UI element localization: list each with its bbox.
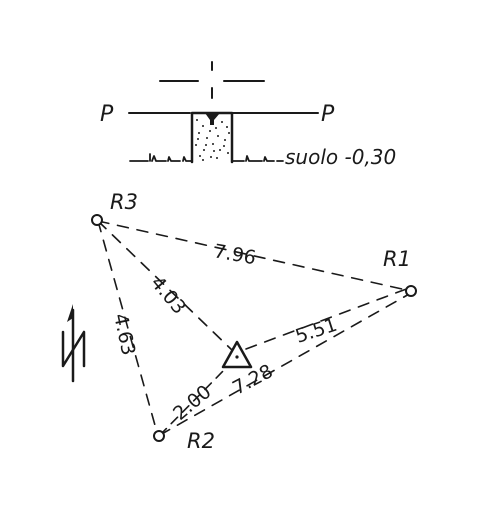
line-station-r1 [245, 287, 410, 350]
marker-head-icon [205, 113, 220, 125]
line-r3-station [97, 220, 235, 353]
plane-label-left: P [100, 102, 114, 127]
distance-station-r1: 5.51 [293, 314, 340, 348]
distance-r3-r1: 7.96 [212, 240, 257, 269]
line-r2-station [159, 363, 231, 436]
station-triangle-icon [221, 340, 253, 369]
station-center-dot [235, 355, 239, 359]
concrete-stipple [195, 119, 230, 161]
point-r3-marker [91, 214, 103, 226]
point-r3-label: R3 [110, 190, 138, 214]
distance-r3-r2: 4.63 [109, 311, 139, 357]
point-r1-label: R1 [383, 247, 411, 271]
ground-level-label: suolo -0,30 [285, 145, 396, 169]
ground-line [129, 153, 284, 162]
plane-label-right: P [321, 102, 335, 127]
point-r2-marker [153, 430, 165, 442]
north-arrow-icon [61, 304, 86, 383]
line-r3-r2 [97, 220, 159, 437]
line-r2-r1 [159, 292, 412, 436]
line-r3-r1 [97, 220, 412, 292]
point-r2-label: R2 [187, 429, 215, 453]
distance-r3-station: 4.03 [146, 272, 190, 319]
point-r1-marker [405, 285, 417, 297]
survey-plan: R3 R1 R2 7.96 4.03 4.63 5.51 2.00 7.28 [91, 190, 417, 453]
benchmark-section: P P suolo -0,30 [100, 61, 396, 169]
